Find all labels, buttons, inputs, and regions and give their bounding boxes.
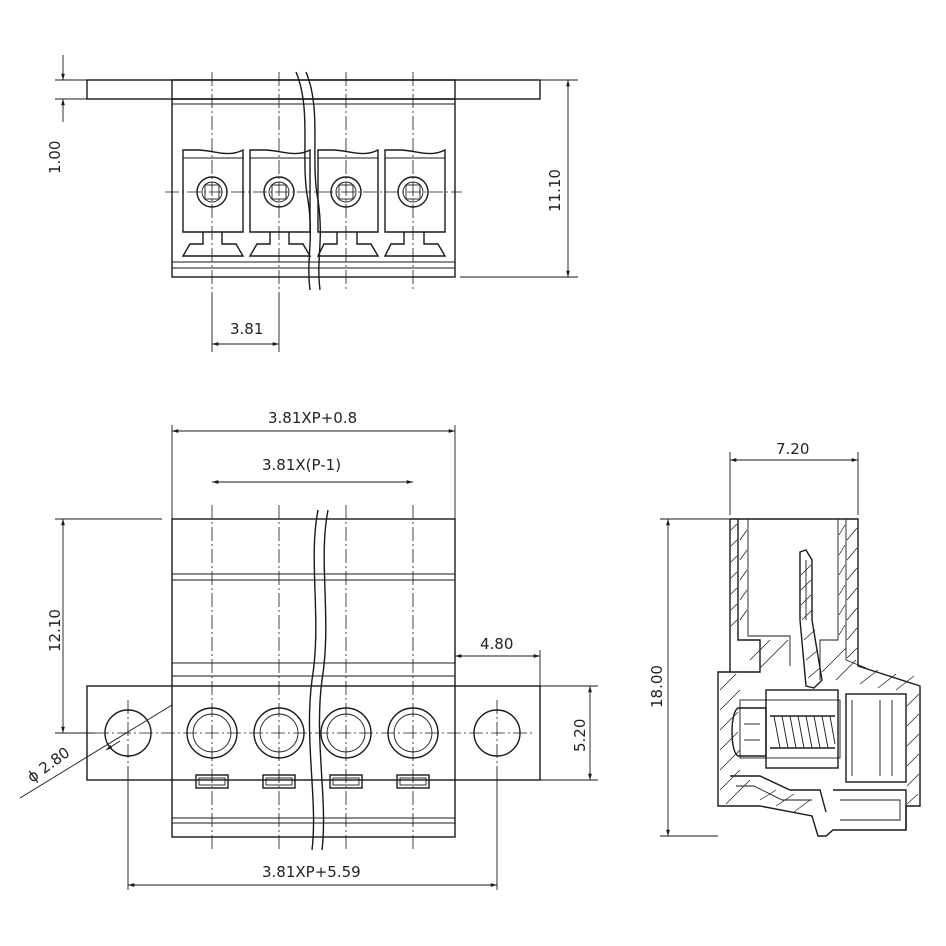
flange-offset-label: 4.80 [480, 635, 513, 653]
front-height-label: 12.10 [46, 609, 64, 652]
front-screw-heads [186, 707, 439, 759]
front-total-width-label: 3.81XP+0.8 [268, 409, 357, 427]
top-flange-thickness-label: 1.00 [46, 141, 64, 174]
top-terminal-cells [181, 148, 447, 257]
top-pitch-label: 3.81 [230, 320, 263, 338]
hole-diameter-label: ϕ 2.80 [24, 743, 73, 786]
front-pitch-span-label: 3.81X(P-1) [262, 456, 341, 474]
top-view: 1.00 11.10 3.81 [46, 55, 578, 352]
side-view: 7.20 18.00 [648, 440, 921, 837]
flange-total-width-label: 3.81XP+5.59 [262, 863, 361, 881]
side-width-label: 7.20 [776, 440, 809, 458]
front-view: 3.81XP+0.8 3.81X(P-1) 12.10 4.80 5.20 ϕ … [19, 409, 598, 890]
flange-height-label: 5.20 [571, 719, 589, 752]
side-height-label: 18.00 [648, 665, 666, 708]
top-height-label: 11.10 [546, 169, 564, 212]
